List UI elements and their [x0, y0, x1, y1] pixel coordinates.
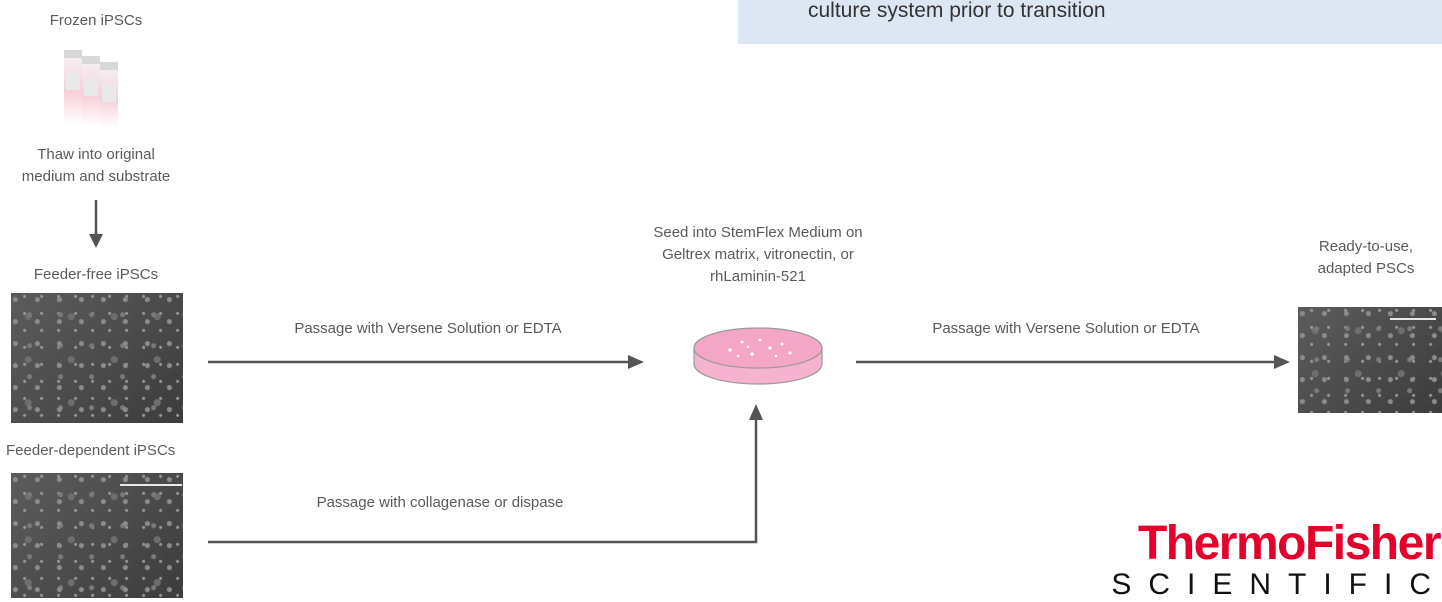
seed-caption-line2: Geltrex matrix, vitronectin, or	[662, 246, 854, 263]
thaw-caption-line1: Thaw into original	[37, 146, 155, 163]
result-caption-line2: adapted PSCs	[1317, 260, 1415, 277]
frozen-ipscs-title: Frozen iPSCs	[49, 12, 143, 29]
feeder-dependent-micrograph	[11, 473, 183, 598]
passage-feeder-free-label: Passage with Versene Solution or EDTA	[294, 320, 562, 337]
feeder-free-micrograph	[11, 293, 183, 423]
feeder-dependent-scale-bar	[120, 484, 182, 486]
adapted-pscs-micrograph	[1298, 307, 1442, 413]
passage-feeder-dependent-arrow	[208, 404, 763, 544]
seed-caption-line3: rhLaminin-521	[710, 268, 806, 285]
adapted-pscs-scale-bar	[1390, 318, 1436, 320]
vials-image	[64, 50, 118, 128]
culture-dish-icon	[693, 327, 823, 385]
seed-caption-line1: Seed into StemFlex Medium on	[653, 224, 863, 241]
note-box	[738, 0, 1442, 44]
thaw-caption-line2: medium and substrate	[21, 168, 171, 185]
result-caption-line1: Ready-to-use,	[1318, 238, 1414, 255]
passage-to-result-arrow	[856, 355, 1290, 369]
feeder-dependent-title: Feeder-dependent iPSCs	[6, 442, 176, 459]
thaw-caption: Thaw into original medium and substrate	[0, 144, 192, 188]
scientific-logo-text: SCIENTIFIC	[1111, 568, 1442, 601]
result-caption: Ready-to-use, adapted PSCs	[1290, 236, 1442, 280]
passage-to-result-label: Passage with Versene Solution or EDTA	[932, 320, 1200, 337]
feeder-free-title: Feeder-free iPSCs	[33, 266, 159, 283]
note-text: culture system prior to transition	[808, 0, 1106, 22]
seed-caption: Seed into StemFlex Medium on Geltrex mat…	[590, 222, 926, 288]
passage-feeder-dependent-label: Passage with collagenase or dispase	[316, 494, 564, 511]
down-arrow	[89, 200, 103, 248]
thermofisher-logo: ThermoFisher	[1137, 517, 1442, 570]
passage-feeder-free-arrow	[208, 355, 644, 369]
